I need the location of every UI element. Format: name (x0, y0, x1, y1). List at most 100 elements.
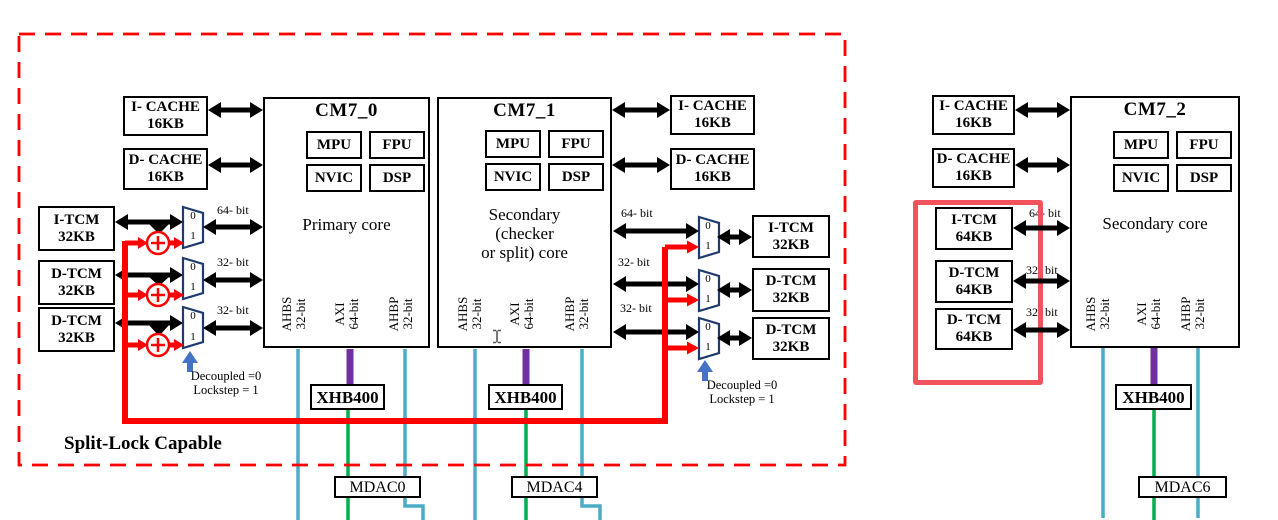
dtcm0-box-cm7-2: D-TCM 64KB (935, 260, 1013, 303)
icache-box-cm7-2: I- CACHE 16KB (932, 95, 1015, 135)
cache-size: 16KB (955, 115, 992, 131)
tcm-size: 32KB (58, 329, 95, 346)
mpu-unit: MPU (306, 131, 362, 159)
tcm-size: 32KB (58, 228, 95, 245)
lockstep-label: Lockstep = 1 (709, 392, 775, 406)
mux-input-0: 0 (190, 261, 196, 273)
core-title-cm7-2: CM7_2 (1123, 99, 1187, 120)
dtcm1-box-cm7-0: D-TCM 32KB (38, 307, 115, 352)
bus-port-label-ahbp: AHBP 32-bit (1178, 287, 1207, 341)
bus-name: AHBP (386, 296, 401, 332)
tcm-name: D-TCM (765, 273, 817, 289)
bus-width: 32-bit (293, 298, 308, 330)
bus-port-label-axi: AXI 64-bit (1134, 287, 1163, 341)
itcm-box-cm7-2: I-TCM 64KB (935, 207, 1013, 250)
xhb400-box-cm7-2: XHB400 (1115, 384, 1192, 410)
bus-width: 32-bit (469, 298, 484, 330)
bus-width: 32-bit (576, 298, 591, 330)
mux-mode-note-left: Decoupled =0 Lockstep = 1 (178, 369, 274, 397)
mux-input-1: 1 (705, 293, 711, 305)
bus-name: AHBP (1178, 296, 1193, 332)
core-title-cm7-0: CM7_0 (315, 100, 378, 121)
bus-width: 32-bit (1097, 298, 1112, 330)
nvic-unit: NVIC (485, 163, 541, 191)
fpu-unit: FPU (369, 131, 425, 159)
tcm-name: D- TCM (946, 312, 1002, 328)
dtcm0-box-cm7-0: D-TCM 32KB (38, 260, 115, 305)
dtcm1-box-cm7-1: D-TCM 32KB (752, 317, 830, 360)
dtcm0-box-cm7-1: D-TCM 32KB (752, 268, 830, 312)
decoupled-label: Decoupled =0 (190, 369, 262, 383)
bus-width: 64-bit (521, 298, 536, 330)
cache-size: 16KB (694, 115, 731, 131)
cache-name: I- CACHE (131, 99, 200, 115)
dtcm1-box-cm7-2: D- TCM 64KB (935, 308, 1013, 350)
mdac6-box: MDAC6 (1138, 476, 1227, 498)
cache-name: D- CACHE (128, 152, 203, 168)
mux-input-1: 1 (705, 341, 711, 353)
caption-line: Secondary core (1102, 214, 1208, 233)
tcm-size: 32KB (58, 282, 95, 299)
tcm-size: 64KB (955, 281, 993, 298)
fpu-unit: FPU (1176, 131, 1232, 159)
itcm-box-cm7-0: I-TCM 32KB (38, 206, 115, 251)
cache-size: 16KB (147, 169, 184, 185)
bus-name: AHBS (1083, 296, 1098, 332)
text-cursor-icon (492, 329, 502, 349)
cache-name: D- CACHE (675, 152, 750, 168)
bus-width: 32-bit (1192, 298, 1207, 330)
core-units-cm7-0: MPU FPU NVIC DSP (306, 131, 425, 192)
tcm-size: 64KB (955, 228, 993, 245)
mpu-unit: MPU (1113, 131, 1169, 159)
bus-port-label-ahbs: AHBS 32-bit (279, 287, 308, 341)
bit-label: 64- bit (1029, 206, 1061, 220)
bus-name: AHBP (562, 296, 577, 332)
cache-name: D- CACHE (936, 151, 1011, 167)
mux-input-0: 0 (705, 220, 711, 232)
core-units-cm7-1: MPU FPU NVIC DSP (485, 130, 604, 191)
cache-name: I- CACHE (939, 98, 1008, 114)
cache-size: 16KB (694, 169, 731, 185)
lockstep-label: Lockstep = 1 (193, 383, 259, 397)
bus-port-label-ahbp: AHBP 32-bit (562, 287, 591, 341)
tcm-name: D-TCM (51, 265, 102, 282)
cache-size: 16KB (147, 116, 184, 132)
dcache-box-cm7-2: D- CACHE 16KB (932, 148, 1015, 188)
decoupled-label: Decoupled =0 (706, 378, 778, 392)
mux-input-0: 0 (190, 310, 196, 322)
fpu-unit: FPU (548, 130, 604, 158)
dsp-unit: DSP (548, 163, 604, 191)
bus-name: AXI (1134, 302, 1149, 326)
icache-box-cm7-0: I- CACHE 16KB (123, 96, 208, 136)
caption-line: (checker (495, 224, 554, 243)
tcm-name: I-TCM (768, 219, 814, 236)
mux-input-1: 1 (190, 281, 196, 293)
core-units-cm7-2: MPU FPU NVIC DSP (1113, 131, 1232, 192)
tcm-highlight-frame (913, 200, 1043, 385)
icache-box-cm7-1: I- CACHE 16KB (670, 95, 755, 135)
caption-line: Primary core (302, 215, 391, 234)
mux-mode-note-right: Decoupled =0 Lockstep = 1 (692, 378, 792, 406)
dcache-box-cm7-1: D- CACHE 16KB (670, 148, 755, 190)
tcm-size: 32KB (772, 290, 810, 306)
tcm-name: D-TCM (51, 312, 102, 329)
split-lock-label: Split-Lock Capable (64, 433, 222, 454)
bus-port-label-axi: AXI 64-bit (507, 287, 536, 341)
tcm-name: D-TCM (765, 321, 817, 338)
bus-name: AXI (507, 302, 522, 326)
bus-width: 32-bit (400, 298, 415, 330)
itcm-box-cm7-1: I-TCM 32KB (752, 215, 830, 258)
bus-port-label-ahbs: AHBS 32-bit (1083, 287, 1112, 341)
bus-width: 64-bit (346, 298, 361, 330)
cache-size: 16KB (955, 168, 992, 184)
tcm-name: D-TCM (948, 264, 1000, 281)
mux-input-0: 0 (705, 321, 711, 333)
nvic-unit: NVIC (1113, 164, 1169, 192)
tcm-name: I-TCM (951, 211, 997, 228)
xhb400-box-cm7-1: XHB400 (488, 384, 563, 410)
dcache-box-cm7-0: D- CACHE 16KB (123, 148, 208, 190)
bus-name: AHBS (279, 296, 294, 332)
mdac0-box: MDAC0 (334, 476, 421, 498)
